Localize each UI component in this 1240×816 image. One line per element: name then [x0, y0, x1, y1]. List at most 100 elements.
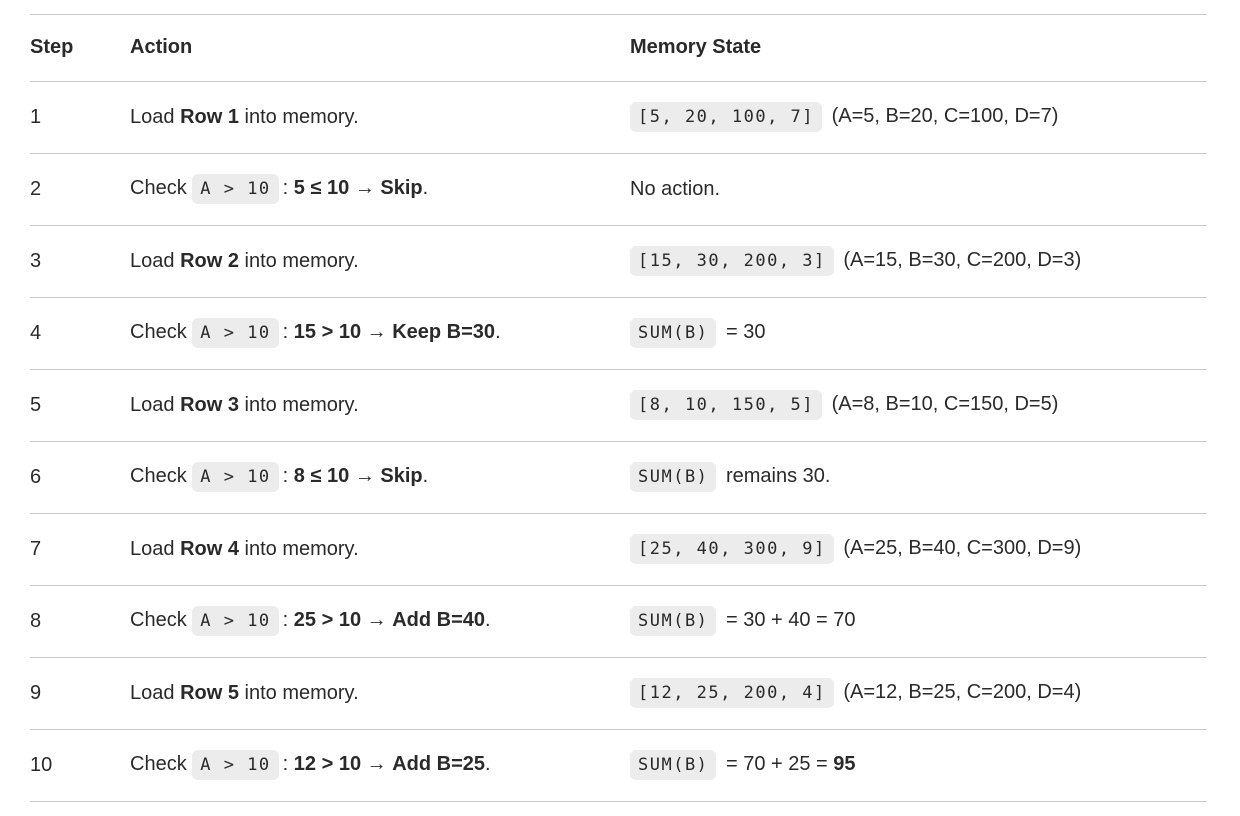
action-segment-text: Load [130, 681, 181, 704]
step-number: 10 [30, 729, 130, 802]
step-number: 7 [30, 513, 130, 586]
action-segment-text: : [282, 321, 294, 343]
action-cell: Check A > 10: 12 > 10 → Add B=25. [130, 729, 630, 802]
action-segment-text: → [349, 177, 381, 199]
action-cell: Load Row 3 into memory. [130, 369, 630, 442]
action-cell: Load Row 1 into memory. [130, 81, 630, 154]
memory-segment-text: (A=12, B=25, C=200, D=4) [837, 681, 1082, 703]
step-number: 3 [30, 225, 130, 298]
action-segment-bold: Row 5 [180, 681, 239, 704]
action-segment-text: Load [130, 537, 181, 560]
action-segment-text: Check [130, 321, 193, 343]
step-number: 2 [30, 153, 130, 226]
action-segment-code: A > 10 [192, 318, 279, 348]
action-segment-text: : [282, 465, 294, 487]
action-segment-bold: 15 > 10 [293, 321, 362, 343]
memory-segment-text: remains 30. [720, 465, 831, 487]
action-segment-text: : [282, 753, 294, 775]
action-segment-text: Check [130, 465, 193, 487]
action-segment-text: . [495, 321, 501, 343]
action-segment-text: : [282, 177, 294, 199]
action-segment-code: A > 10 [192, 462, 279, 492]
memory-segment-code: SUM(B) [630, 462, 717, 492]
action-segment-bold: Row 4 [180, 537, 239, 560]
action-cell: Check A > 10: 8 ≤ 10 → Skip. [130, 441, 630, 514]
action-segment-code: A > 10 [192, 606, 279, 636]
action-segment-text: → [349, 465, 381, 487]
action-segment-text: . [422, 177, 429, 199]
memory-segment-code: [8, 10, 150, 5] [630, 390, 823, 420]
action-cell: Load Row 4 into memory. [130, 513, 630, 586]
action-cell: Load Row 5 into memory. [130, 657, 630, 730]
memory-segment-code: [15, 30, 200, 3] [630, 246, 834, 276]
column-header-memory-state: Memory State [630, 14, 1207, 82]
step-number: 5 [30, 369, 130, 442]
action-cell: Check A > 10: 15 > 10 → Keep B=30. [130, 297, 630, 370]
memory-segment-text: (A=25, B=40, C=300, D=9) [837, 537, 1082, 559]
step-number: 4 [30, 297, 130, 370]
step-number: 6 [30, 441, 130, 514]
memory-segment-text: (A=5, B=20, C=100, D=7) [826, 105, 1059, 127]
memory-cell: SUM(B) = 30 [630, 297, 1207, 370]
action-segment-text: . [485, 753, 491, 775]
memory-cell: SUM(B) = 30 + 40 = 70 [630, 585, 1207, 658]
column-header-step: Step [30, 14, 130, 82]
memory-cell: [8, 10, 150, 5] (A=8, B=10, C=150, D=5) [630, 369, 1207, 442]
action-cell: Check A > 10: 25 > 10 → Add B=40. [130, 585, 630, 658]
action-segment-bold: 5 ≤ 10 [293, 177, 350, 199]
action-segment-bold: Keep B=30 [392, 321, 496, 343]
action-segment-bold: Row 1 [180, 105, 239, 128]
action-segment-text: Check [130, 177, 193, 199]
memory-segment-code: [5, 20, 100, 7] [630, 102, 823, 132]
memory-segment-text: = 30 [720, 321, 766, 343]
action-segment-bold: Row 2 [180, 249, 239, 272]
step-number: 1 [30, 81, 130, 154]
action-segment-bold: Skip [380, 465, 423, 487]
action-segment-code: A > 10 [192, 750, 279, 780]
action-segment-text: Check [130, 753, 193, 775]
action-segment-bold: Row 3 [180, 393, 239, 416]
action-segment-text: . [422, 465, 429, 487]
memory-cell: [5, 20, 100, 7] (A=5, B=20, C=100, D=7) [630, 81, 1207, 154]
action-segment-text: : [282, 609, 294, 631]
memory-cell: [12, 25, 200, 4] (A=12, B=25, C=200, D=4… [630, 657, 1207, 730]
action-segment-bold: Add B=40 [392, 609, 486, 631]
memory-segment-code: SUM(B) [630, 606, 717, 636]
action-segment-text: into memory. [238, 249, 359, 272]
action-segment-bold: 25 > 10 [293, 609, 362, 631]
action-cell: Load Row 2 into memory. [130, 225, 630, 298]
action-segment-text: into memory. [238, 105, 359, 128]
action-segment-bold: 8 ≤ 10 [293, 465, 350, 487]
action-segment-text: into memory. [238, 681, 359, 704]
memory-cell: SUM(B) remains 30. [630, 441, 1207, 514]
action-segment-text: . [485, 609, 491, 631]
memory-segment-code: SUM(B) [630, 318, 717, 348]
column-header-action: Action [130, 14, 630, 82]
header-row: Step Action Memory State [30, 14, 1207, 82]
action-segment-code: A > 10 [192, 174, 279, 204]
memory-segment-text: (A=8, B=10, C=150, D=5) [826, 393, 1059, 415]
action-segment-text: Load [130, 105, 181, 128]
action-segment-text: into memory. [238, 537, 359, 560]
action-segment-text: → [361, 609, 393, 631]
memory-segment-code: SUM(B) [630, 750, 717, 780]
step-number: 8 [30, 585, 130, 658]
action-segment-text: → [361, 753, 393, 775]
action-segment-text: Check [130, 609, 193, 631]
memory-segment-code: [25, 40, 300, 9] [630, 534, 834, 564]
action-segment-text: → [361, 321, 393, 343]
memory-segment-text: = 30 + 40 = 70 [720, 609, 856, 631]
memory-segment-text: = 70 + 25 = [720, 753, 834, 775]
memory-segment-text: (A=15, B=30, C=200, D=3) [837, 249, 1082, 271]
